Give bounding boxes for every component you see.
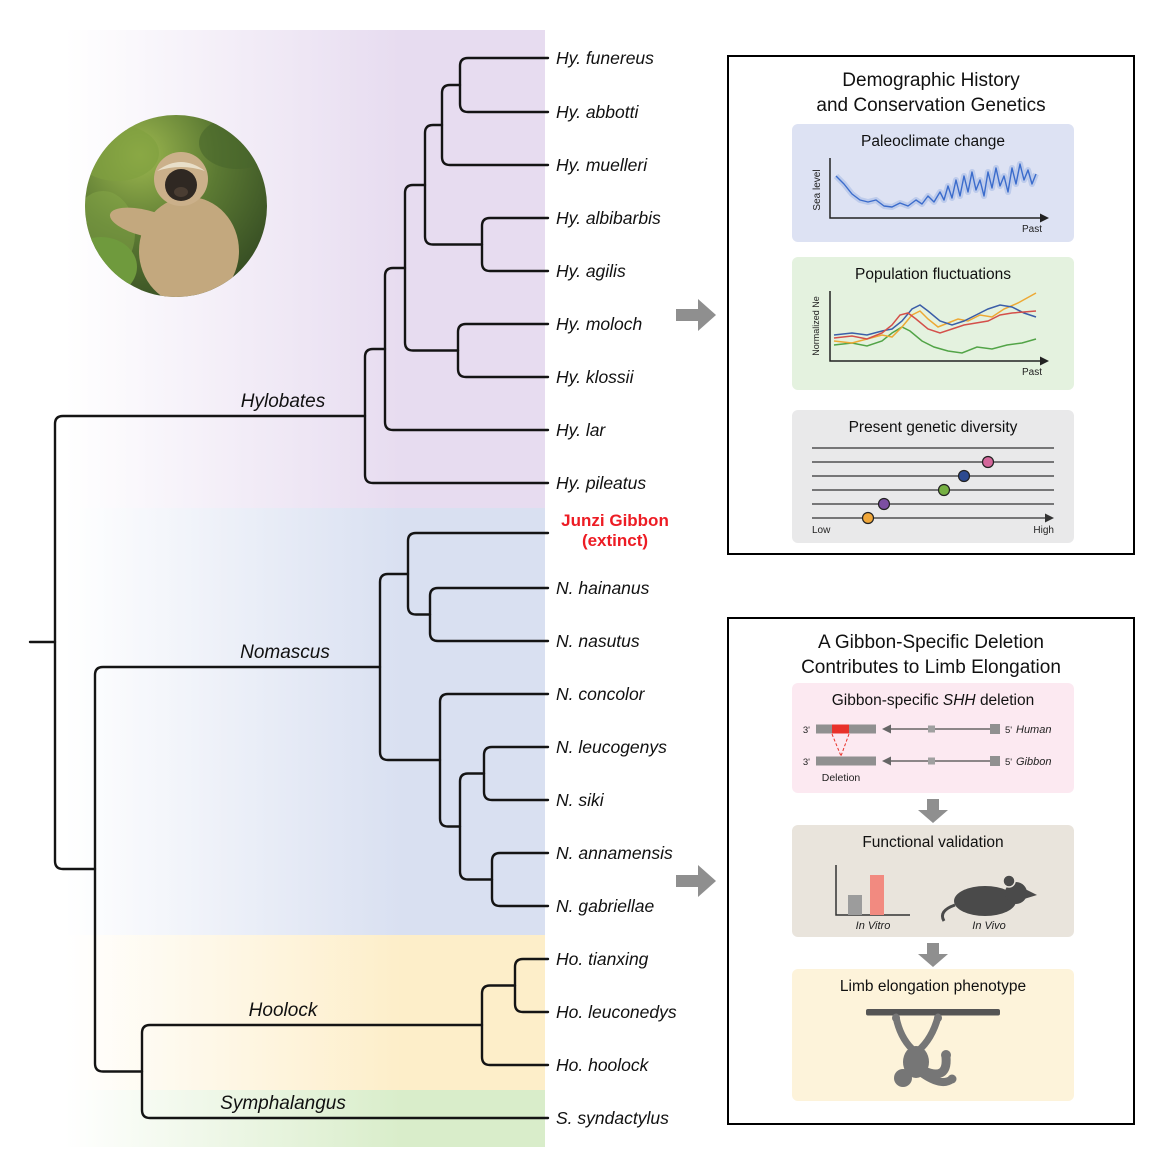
arrow-to-deletion-panel-icon (676, 865, 716, 897)
shh-deletion-box: Gibbon-specific SHH deletion 3' 5' Human… (792, 683, 1074, 793)
phylogenetic-tree (28, 56, 550, 1120)
tip-ho-hoolock: Ho. hoolock (556, 1055, 649, 1075)
tip-hy-klossii: Hy. klossii (556, 367, 634, 387)
population-title: Population fluctuations (855, 266, 1011, 283)
hoolock-clade-band (65, 935, 545, 1090)
panel-deletion-title-line1: A Gibbon-Specific Deletion (817, 632, 1044, 653)
paleo-y-label: Sea level (812, 169, 823, 210)
tip-n-hainanus: N. hainanus (556, 578, 650, 598)
shh-diagram: 3' 5' Human 3' 5' Gibbon (803, 724, 1051, 784)
tip-n-gabriellae: N. gabriellae (556, 896, 655, 916)
paleoclimate-chart: Sea level Past (812, 158, 1049, 235)
paleo-x-label: Past (1022, 224, 1042, 235)
junzi-name: Junzi Gibbon (561, 511, 669, 530)
paleoclimate-box: Paleoclimate change Sea level Past (792, 124, 1074, 242)
tip-n-leucogenys: N. leucogenys (556, 737, 667, 757)
arrow-to-demography-panel-icon (676, 299, 716, 331)
tip-hy-agilis: Hy. agilis (556, 261, 626, 281)
gibbon-photo (85, 115, 267, 297)
gibbon-label: Gibbon (1016, 756, 1051, 768)
tip-ho-tianxing: Ho. tianxing (556, 949, 649, 969)
down-arrow-1-icon (918, 799, 948, 823)
panel-deletion-title: A Gibbon-Specific Deletion Contributes t… (729, 630, 1133, 680)
genus-label-hoolock: Hoolock (248, 1000, 318, 1021)
human-3prime-label: 3' (803, 725, 810, 736)
tip-junzi-gibbon-extinct: Junzi Gibbon (extinct) (556, 511, 674, 551)
population-y-label: Normalized Ne (811, 296, 821, 356)
gibbon-5prime-label: 5' (1005, 757, 1012, 768)
panel-gibbon-deletion: A Gibbon-Specific Deletion Contributes t… (727, 617, 1135, 1125)
deletion-label: Deletion (822, 772, 861, 784)
panel-demo-title-line2: and Conservation Genetics (816, 95, 1046, 116)
diversity-high-label: High (1033, 525, 1054, 536)
shh-title: Gibbon-specific SHH deletion (792, 692, 1074, 710)
shh-title-gene: SHH (942, 692, 976, 709)
tip-hy-albibarbis: Hy. albibarbis (556, 208, 661, 228)
in-vivo-label: In Vivo (972, 920, 1005, 932)
functional-validation-box: Functional validation In Vitro In Vivo (792, 825, 1074, 937)
population-x-label: Past (1022, 367, 1042, 378)
human-label: Human (1016, 724, 1051, 736)
tip-n-siki: N. siki (556, 790, 604, 810)
tip-hy-lar: Hy. lar (556, 420, 606, 440)
gibbon-photo-art (85, 115, 267, 297)
phenotype-title: Limb elongation phenotype (839, 978, 1027, 995)
nomascus-clade-band (65, 508, 545, 935)
validation-diagram: In Vitro In Vivo (835, 865, 1037, 932)
tip-s-syndactylus: S. syndactylus (556, 1108, 669, 1128)
panel-demo-title: Demographic History and Conservation Gen… (729, 68, 1133, 118)
diversity-title: Present genetic diversity (848, 419, 1018, 436)
junzi-status: (extinct) (581, 531, 649, 550)
gibbon-3prime-label: 3' (803, 757, 810, 768)
diversity-low-label: Low (812, 525, 831, 536)
tip-n-concolor: N. concolor (556, 684, 645, 704)
down-arrow-2-icon (918, 943, 948, 967)
shh-title-pre: Gibbon-specific (831, 692, 939, 709)
diversity-chart: Low High (812, 447, 1054, 536)
population-fluctuations-box: Population fluctuations Normalized Ne Pa… (792, 257, 1074, 390)
genus-label-nomascus: Nomascus (240, 642, 330, 663)
tip-n-annamensis: N. annamensis (556, 843, 673, 863)
genus-label-hylobates: Hylobates (240, 391, 326, 412)
panel-deletion-title-line2: Contributes to Limb Elongation (801, 657, 1061, 678)
genetic-diversity-box: Present genetic diversity (792, 410, 1074, 543)
tip-hy-muelleri: Hy. muelleri (556, 155, 648, 175)
tip-ho-leuconedys: Ho. leuconedys (556, 1002, 677, 1022)
mouse-icon (940, 874, 1037, 922)
limb-phenotype-box: Limb elongation phenotype (792, 969, 1074, 1101)
in-vitro-label: In Vitro (856, 920, 891, 932)
human-5prime-label: 5' (1005, 725, 1012, 736)
panel-demographic-history: Demographic History and Conservation Gen… (727, 55, 1135, 555)
genus-label-symphalangus: Symphalangus (220, 1093, 346, 1114)
tip-n-nasutus: N. nasutus (556, 631, 640, 651)
tip-hy-pileatus: Hy. pileatus (556, 473, 647, 493)
validation-title: Functional validation (862, 834, 1004, 851)
tip-hy-abbotti: Hy. abbotti (556, 102, 639, 122)
tip-hy-funereus: Hy. funereus (556, 48, 654, 68)
shh-title-post: deletion (979, 692, 1035, 709)
paleoclimate-title: Paleoclimate change (861, 133, 1005, 150)
panel-demo-title-line1: Demographic History (842, 70, 1020, 91)
tip-hy-moloch: Hy. moloch (556, 314, 643, 334)
hanging-gibbon-icon (866, 1009, 1000, 1087)
population-chart: Normalized Ne Past (811, 291, 1049, 378)
